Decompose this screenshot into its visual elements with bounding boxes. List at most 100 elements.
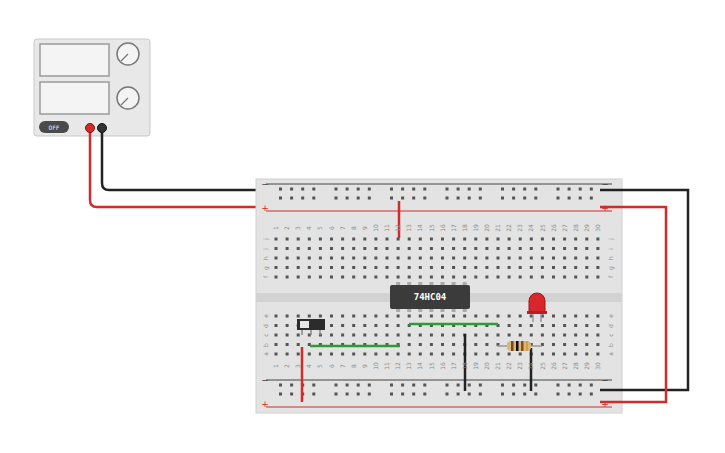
hole <box>585 247 588 250</box>
hole <box>452 343 455 346</box>
hole <box>519 257 522 260</box>
hole <box>408 315 411 318</box>
rail-hole <box>357 197 360 200</box>
column-number: 16 <box>439 224 445 232</box>
hole <box>519 324 522 327</box>
hole <box>363 276 366 279</box>
hole <box>596 353 599 356</box>
hole <box>563 238 566 241</box>
hole <box>286 266 289 269</box>
power-supply <box>34 39 150 136</box>
hole <box>330 247 333 250</box>
hole <box>474 334 477 337</box>
red-wire <box>600 207 666 402</box>
hole <box>297 276 300 279</box>
column-number: 1 <box>273 226 279 230</box>
hole <box>574 324 577 327</box>
hole <box>519 334 522 337</box>
rail-hole <box>390 188 393 191</box>
rail-hole <box>557 393 560 396</box>
hole <box>397 353 400 356</box>
hole <box>286 315 289 318</box>
hole <box>363 238 366 241</box>
ic-chip: 74HC04 <box>390 285 470 309</box>
hole <box>374 238 377 241</box>
hole <box>508 353 511 356</box>
column-number: 9 <box>362 364 368 368</box>
column-number: 14 <box>417 362 423 370</box>
hole <box>341 266 344 269</box>
hole <box>341 334 344 337</box>
hole <box>374 334 377 337</box>
hole <box>397 266 400 269</box>
hole <box>419 353 422 356</box>
rail-hole <box>335 188 338 191</box>
hole <box>408 353 411 356</box>
hole <box>397 334 400 337</box>
hole <box>463 266 466 269</box>
hole <box>386 324 389 327</box>
hole <box>552 257 555 260</box>
hole <box>408 238 411 241</box>
hole <box>474 276 477 279</box>
hole <box>585 257 588 260</box>
rail-hole <box>290 197 293 200</box>
red-jumper <box>301 347 304 402</box>
hole <box>408 334 411 337</box>
rail-hole <box>401 384 404 387</box>
rail-hole <box>446 188 449 191</box>
hole <box>286 257 289 260</box>
hole <box>286 238 289 241</box>
rail-hole <box>290 393 293 396</box>
rail-hole <box>401 197 404 200</box>
hole <box>441 334 444 337</box>
hole <box>441 276 444 279</box>
column-number: 20 <box>484 224 490 232</box>
hole <box>463 276 466 279</box>
display <box>40 44 109 76</box>
hole <box>541 247 544 250</box>
column-number: 12 <box>395 362 401 370</box>
rail-hole <box>346 197 349 200</box>
part-label: 74HC04 <box>414 292 447 302</box>
rail-hole <box>468 197 471 200</box>
hole <box>330 266 333 269</box>
rail-hole <box>423 188 426 191</box>
rail-hole <box>335 384 338 387</box>
hole <box>485 353 488 356</box>
hole <box>308 266 311 269</box>
column-number: 8 <box>351 226 357 230</box>
red-terminal <box>86 124 95 133</box>
hole <box>552 343 555 346</box>
hole <box>563 276 566 279</box>
rail-sign: + <box>261 400 269 409</box>
rail-hole <box>312 393 315 396</box>
rail-hole <box>479 188 482 191</box>
column-number: 4 <box>306 226 312 230</box>
hole <box>485 343 488 346</box>
hole <box>497 276 500 279</box>
rail-line <box>266 407 612 408</box>
hole <box>286 334 289 337</box>
hole <box>352 276 355 279</box>
hole <box>430 247 433 250</box>
rail-hole <box>579 188 582 191</box>
rail-hole <box>512 197 515 200</box>
hole <box>386 276 389 279</box>
rail-hole <box>346 393 349 396</box>
hole <box>374 353 377 356</box>
rail-hole <box>568 393 571 396</box>
hole <box>452 238 455 241</box>
hole <box>330 334 333 337</box>
column-number: 21 <box>495 362 501 370</box>
hole <box>419 334 422 337</box>
hole <box>497 257 500 260</box>
hole <box>530 257 533 260</box>
rail-hole <box>401 188 404 191</box>
hole <box>463 257 466 260</box>
hole <box>508 324 511 327</box>
rail-hole <box>579 384 582 387</box>
hole <box>452 276 455 279</box>
hole <box>330 257 333 260</box>
hole <box>563 247 566 250</box>
